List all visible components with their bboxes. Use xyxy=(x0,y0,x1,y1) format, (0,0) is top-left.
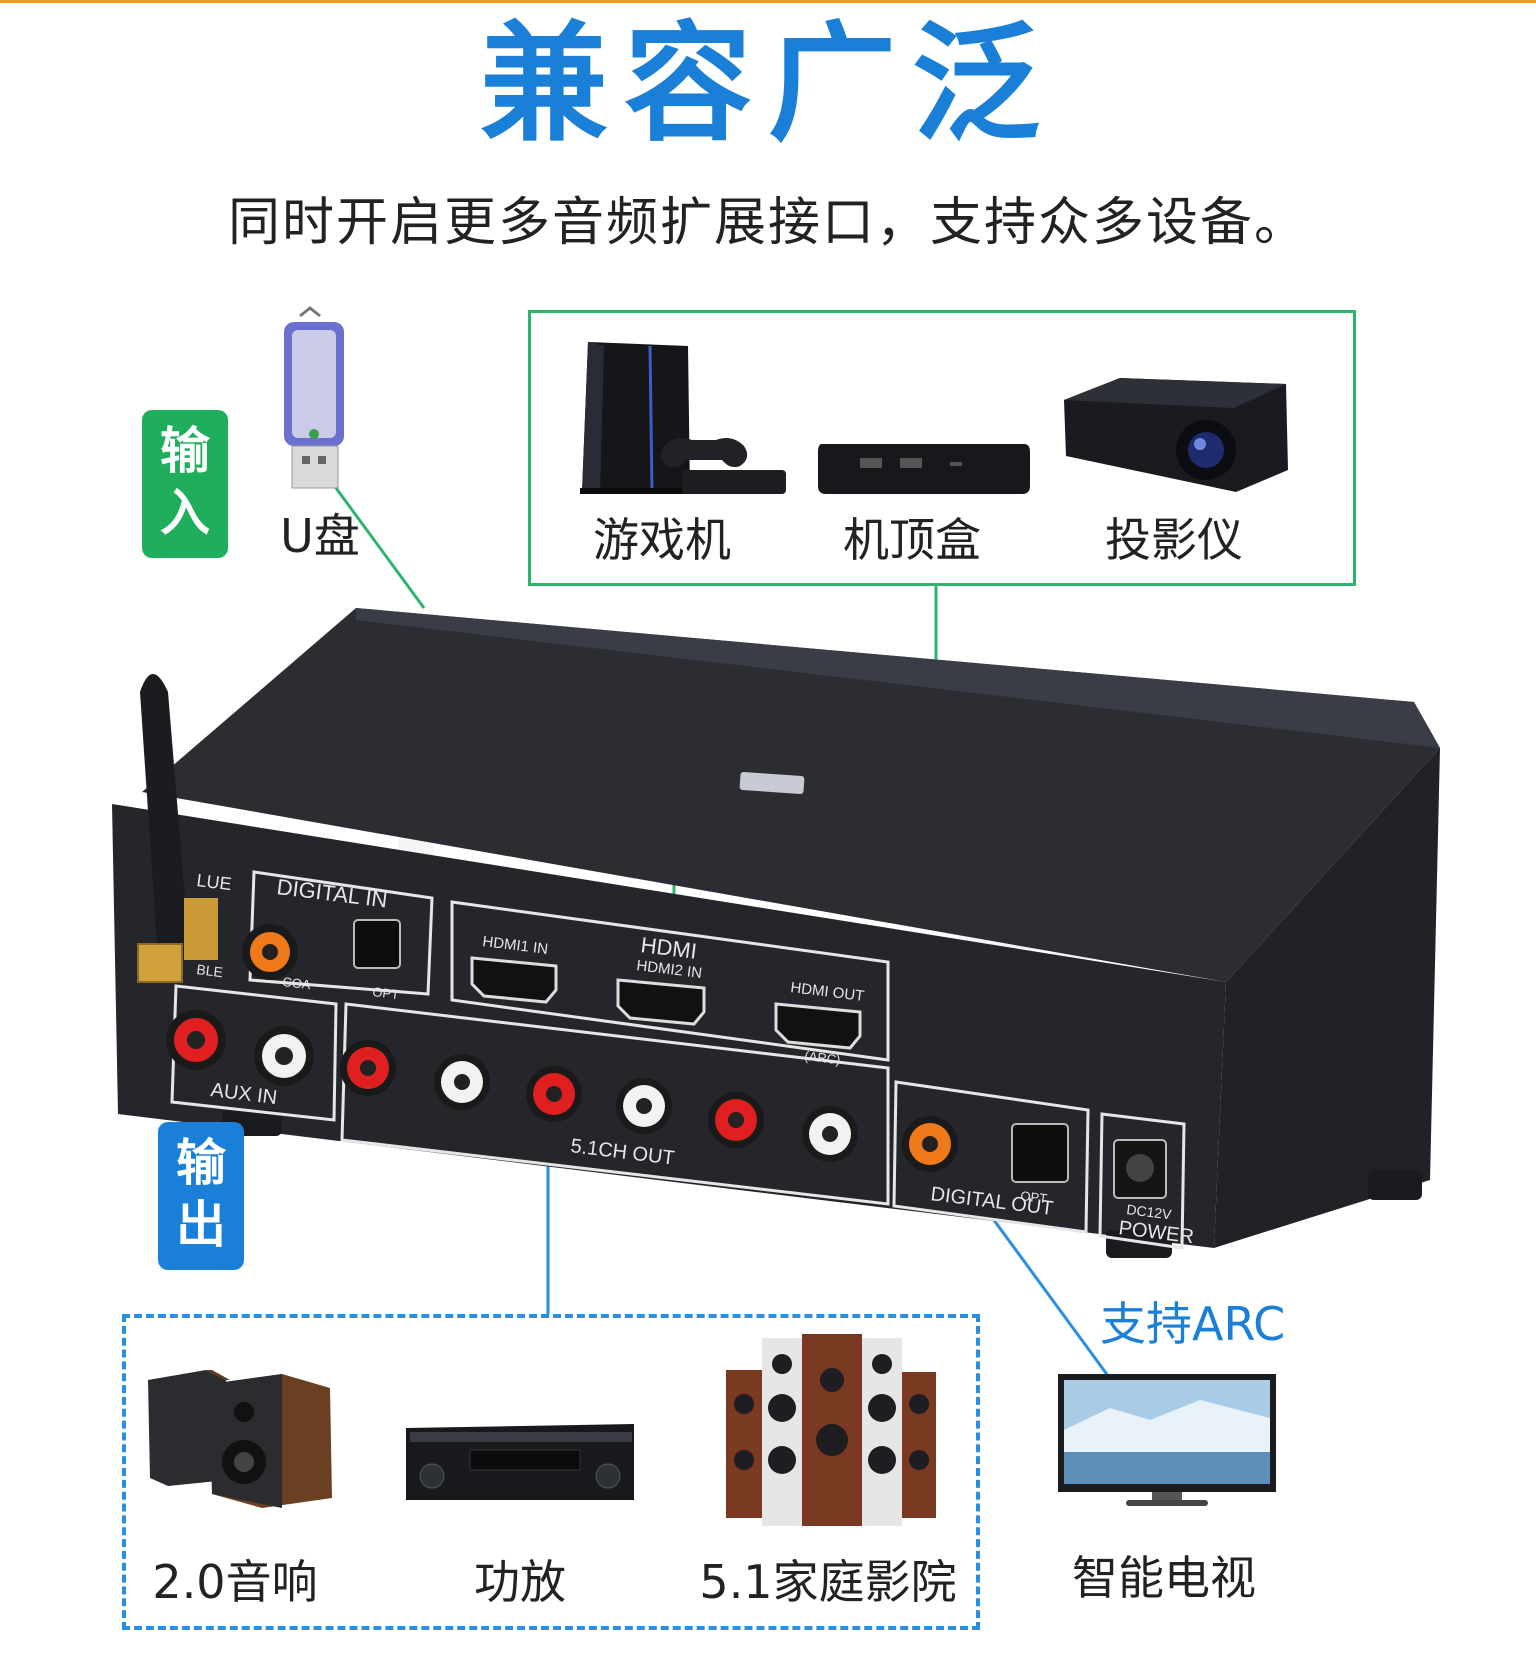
page-title: 兼容广泛 xyxy=(479,10,1056,159)
usb-drive-icon xyxy=(284,306,344,489)
set-top-box-icon xyxy=(818,444,1030,494)
projector-icon xyxy=(1064,378,1288,492)
game-console-icon xyxy=(580,342,786,494)
home-theater-icon xyxy=(726,1334,936,1526)
rca-jacks xyxy=(166,924,958,1172)
panel-label-opt: OPT xyxy=(372,984,400,1002)
panel-label-opt-out: OPT xyxy=(1020,1188,1048,1206)
input-badge: 输 入 xyxy=(142,410,228,558)
set-top-box-label: 机顶盒 xyxy=(843,513,981,567)
input-devices-box xyxy=(528,310,1356,586)
input-badge-text: 输 入 xyxy=(160,422,210,542)
projector-label: 投影仪 xyxy=(1105,513,1243,567)
panel-label-arc: (ARC) xyxy=(804,1048,842,1067)
output-badge-text: 输 出 xyxy=(176,1134,226,1254)
top-accent-bar xyxy=(0,0,1536,3)
arc-support-label: 支持ARC xyxy=(1100,1297,1286,1351)
panel-label-coa: COA xyxy=(282,974,312,992)
page-subtitle: 同时开启更多音频扩展接口，支持众多设备。 xyxy=(227,193,1308,253)
game-console-label: 游戏机 xyxy=(593,513,731,567)
audio-extractor-device xyxy=(112,608,1440,1258)
home-theater-label: 5.1家庭影院 xyxy=(699,1555,957,1609)
speakers-20-label: 2.0音响 xyxy=(152,1555,318,1609)
amplifier-icon xyxy=(406,1424,634,1500)
panel-label-dc12v: DC12V xyxy=(1126,1201,1173,1222)
smart-tv-icon xyxy=(1058,1374,1276,1506)
output-devices-box xyxy=(122,1314,980,1630)
usb-drive-label: U盘 xyxy=(280,509,360,563)
output-badge: 输 出 xyxy=(158,1122,244,1270)
speakers-20-icon xyxy=(148,1370,332,1508)
panel-label-able: BLE xyxy=(196,961,224,980)
smart-tv-label: 智能电视 xyxy=(1072,1551,1256,1605)
amplifier-label: 功放 xyxy=(474,1555,566,1609)
panel-label-blue: LUE xyxy=(196,870,233,894)
